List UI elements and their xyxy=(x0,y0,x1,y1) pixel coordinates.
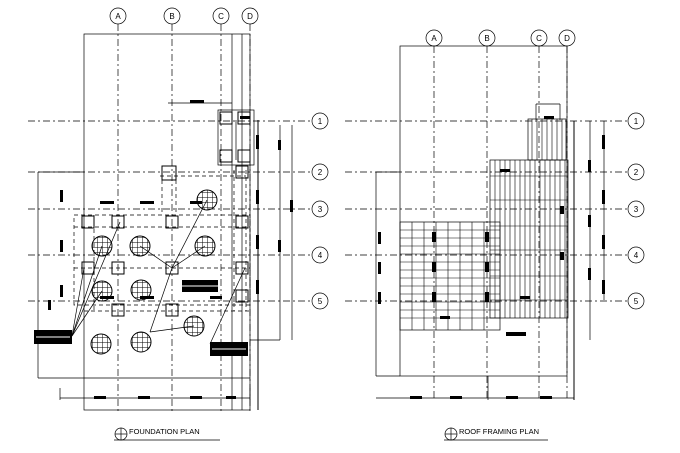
roof-grid-label-2: 2 xyxy=(634,168,639,177)
foundation-piles xyxy=(90,189,218,355)
foundation-grid-label-2: 2 xyxy=(318,168,323,177)
foundation-grid-bubble-5: 5 xyxy=(311,292,329,310)
roof-grid-bubble-4: 4 xyxy=(627,246,645,264)
roof-rafters-upper xyxy=(527,116,567,161)
roof-grid-label-5: 5 xyxy=(634,297,639,306)
foundation-grid-bubble-b: B xyxy=(163,7,181,25)
foundation-outline xyxy=(37,33,293,411)
foundation-footings xyxy=(81,111,251,317)
roof-framing-plan-title-block: ROOF FRAMING PLAN xyxy=(444,427,548,441)
foundation-grid-bubble-2: 2 xyxy=(311,163,329,181)
roof-rafters-left xyxy=(399,221,501,331)
foundation-grade-beams xyxy=(73,166,251,312)
roof-grid-label-4: 4 xyxy=(634,251,639,260)
roof-grid-label-3: 3 xyxy=(634,205,639,214)
foundation-grid-bubble-a: A xyxy=(109,7,127,25)
foundation-grid-label-5: 5 xyxy=(318,297,323,306)
foundation-grid-label-c: C xyxy=(218,12,224,21)
roof-grid-bubble-a: A xyxy=(425,29,443,47)
roof-grid-bubble-3: 3 xyxy=(627,200,645,218)
foundation-leader-lines xyxy=(71,199,246,345)
roof-grid-label-1: 1 xyxy=(634,117,639,126)
roof-grid-bubble-5: 5 xyxy=(627,292,645,310)
roof-grid-bubble-b: B xyxy=(478,29,496,47)
foundation-row-grid: 1 2 3 4 5 xyxy=(28,112,329,310)
foundation-note-blocks xyxy=(34,280,248,356)
roof-column-grid: A B C D xyxy=(425,29,576,400)
roof-grid-bubble-d: D xyxy=(558,29,576,47)
foundation-grid-label-3: 3 xyxy=(318,205,323,214)
foundation-plan-title-block: FOUNDATION PLAN xyxy=(114,427,220,441)
roof-row-grid: 1 2 3 4 5 xyxy=(345,112,645,310)
foundation-plan-title: FOUNDATION PLAN xyxy=(129,427,200,436)
roof-framing-plan-title: ROOF FRAMING PLAN xyxy=(459,427,539,436)
roof-grid-label-c: C xyxy=(536,34,542,43)
foundation-grid-bubble-d: D xyxy=(241,7,259,25)
foundation-grid-bubble-1: 1 xyxy=(311,112,329,130)
foundation-grid-bubble-4: 4 xyxy=(311,246,329,264)
roof-grid-bubble-c: C xyxy=(530,29,548,47)
roof-grid-bubble-2: 2 xyxy=(627,163,645,181)
foundation-grid-label-a: A xyxy=(115,12,121,21)
roof-tick-marks xyxy=(378,135,605,399)
roof-grid-label-d: D xyxy=(564,34,570,43)
foundation-plan: A B C D xyxy=(28,7,329,441)
foundation-grid-bubble-3: 3 xyxy=(311,200,329,218)
roof-grid-label-b: B xyxy=(484,34,489,43)
foundation-grid-bubble-c: C xyxy=(212,7,230,25)
foundation-tick-marks xyxy=(48,100,293,399)
foundation-grid-label-1: 1 xyxy=(318,117,323,126)
roof-grid-label-a: A xyxy=(431,34,437,43)
foundation-grid-label-d: D xyxy=(247,12,253,21)
foundation-grid-label-b: B xyxy=(169,12,174,21)
roof-outline xyxy=(375,45,605,400)
roof-framing-plan: A B C D xyxy=(345,29,645,441)
foundation-grid-label-4: 4 xyxy=(318,251,323,260)
roof-rafters-main xyxy=(489,159,569,319)
roof-grid-bubble-1: 1 xyxy=(627,112,645,130)
